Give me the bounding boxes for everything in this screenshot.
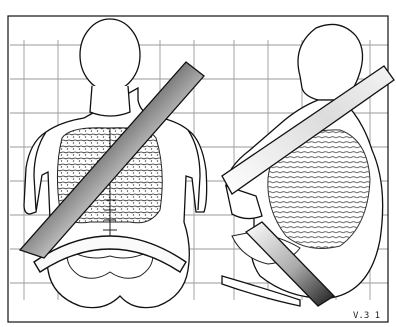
figure-code-label: V.3 1 [353, 311, 380, 321]
front-view-panel [20, 19, 207, 308]
front-neck [90, 86, 130, 116]
side-view-panel [222, 24, 394, 306]
front-head [80, 19, 140, 91]
